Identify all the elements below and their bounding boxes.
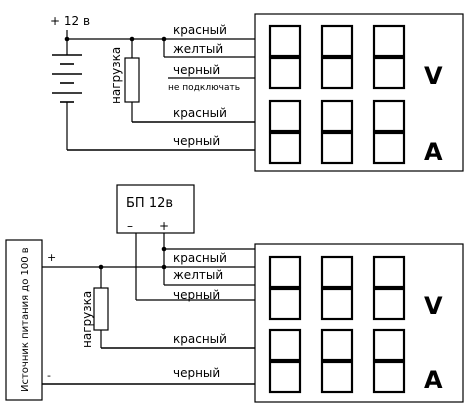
wire-label-red: красный [173,23,227,37]
wire-label-black: черный [173,63,220,77]
source-plus-label: + [47,251,56,264]
wire-label-red: красный [173,332,227,346]
load-label: нагрузка [109,47,123,104]
top-circuit: + 12 в нагрузка красный желтый черный не… [50,13,464,172]
voltage-display [268,24,406,90]
volt-unit-label: V [424,292,443,320]
wire-label-red: красный [173,106,227,120]
amp-unit-label: A [424,138,443,166]
psu-12v-box [116,184,195,234]
wire-label-yellow: желтый [173,42,223,56]
psu-plus-label: + [159,219,169,233]
source-minus-label: - [47,369,51,382]
current-display [268,99,406,165]
psu-minus-label: – [127,219,133,233]
current-display [268,328,406,394]
power-source-label: Источник питания до 100 в [20,247,31,392]
volt-unit-label: V [424,62,443,90]
supply-voltage-label: + 12 в [50,14,90,28]
battery-icon [52,54,82,103]
load-resistor [124,57,140,103]
power-source-box [5,239,43,401]
junction-dot [129,36,135,42]
wire-label-yellow: желтый [173,268,223,282]
wire-label-black: черный [173,134,220,148]
psu-label: БП 12в [126,196,173,211]
wire-label-black: черный [173,366,220,380]
voltage-display [268,255,406,321]
wire-label-red: красный [173,251,227,265]
amp-unit-label: A [424,366,443,394]
junction-dot [161,246,167,252]
bottom-circuit: БП 12в – + Источник питания до 100 в + -… [5,184,464,403]
junction-dot [64,36,70,42]
load-resistor [93,287,109,331]
wire-note-do-not-connect: не подключать [168,83,240,93]
wire-label-black: черный [173,288,220,302]
load-label: нагрузка [80,291,94,348]
